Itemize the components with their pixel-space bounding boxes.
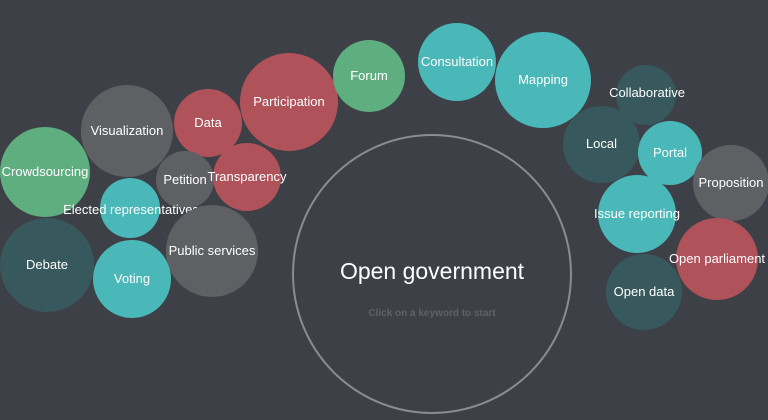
keyword-label: Forum [350, 67, 388, 83]
keyword-label: Portal [653, 144, 687, 160]
keyword-open-parliament[interactable]: Open parliament [669, 218, 765, 300]
center-title: Open government [339, 258, 525, 284]
keyword-consultation[interactable]: Consultation [418, 23, 496, 101]
keyword-label: Voting [113, 270, 151, 286]
center-circle [292, 134, 572, 414]
keyword-label: Public services [168, 242, 256, 258]
keyword-label: Consultation [420, 53, 494, 69]
keyword-petition[interactable]: Petition [156, 151, 214, 209]
keyword-open-data[interactable]: Open data [606, 254, 682, 330]
keyword-voting[interactable]: Voting [93, 240, 171, 318]
keyword-label: Transparency [207, 168, 287, 184]
keyword-visualization[interactable]: Visualization [81, 85, 173, 177]
keyword-label: Crowdsourcing [1, 163, 89, 179]
keyword-local[interactable]: Local [563, 106, 640, 183]
keyword-label: Proposition [698, 174, 764, 190]
keyword-label: Local [585, 136, 618, 152]
keyword-label: Open data [613, 283, 675, 299]
keyword-elected-representatives[interactable]: Elected representatives [63, 178, 199, 238]
keyword-label: Data [194, 114, 222, 130]
keyword-label: Collaborative [609, 84, 685, 100]
keyword-portal[interactable]: Portal [638, 121, 702, 185]
keyword-issue-reporting[interactable]: Issue reporting [594, 175, 680, 253]
keyword-label: Debate [26, 256, 68, 272]
keyword-label: Visualization [90, 122, 164, 138]
keyword-label: Petition [163, 171, 207, 187]
keyword-debate[interactable]: Debate [0, 218, 94, 312]
keyword-public-services[interactable]: Public services [166, 205, 258, 297]
keyword-label: Mapping [518, 71, 568, 87]
keyword-proposition[interactable]: Proposition [693, 145, 768, 221]
keyword-label: Issue reporting [594, 205, 680, 221]
keyword-participation[interactable]: Participation [240, 53, 338, 151]
keyword-crowdsourcing[interactable]: Crowdsourcing [0, 127, 90, 217]
keyword-transparency[interactable]: Transparency [208, 143, 287, 211]
keyword-forum[interactable]: Forum [333, 40, 405, 112]
keyword-label: Open parliament [668, 250, 766, 266]
center-hint: Click on a keyword to start [368, 308, 496, 319]
keyword-label: Participation [253, 93, 325, 109]
